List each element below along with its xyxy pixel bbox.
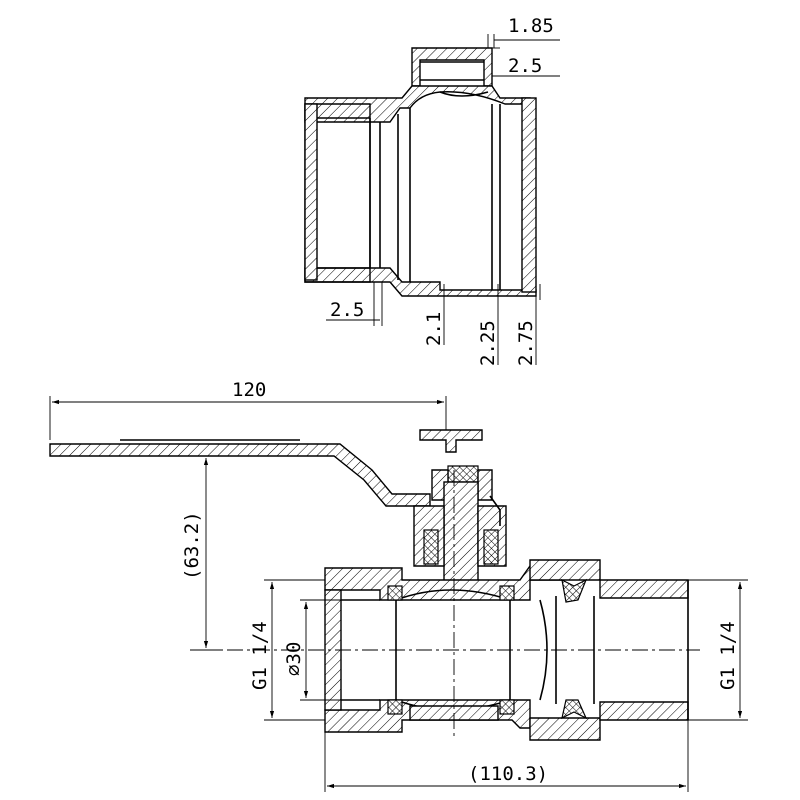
dim-right-thread: G1 1/4 xyxy=(717,621,739,690)
dim-left-thread: G1 1/4 xyxy=(249,621,271,690)
dim-overall-length: (110.3) xyxy=(468,763,548,785)
dim-handle-length: 120 xyxy=(232,379,266,401)
dim-top-nut: 2.5 xyxy=(508,55,542,77)
dim-handle-height: (63.2) xyxy=(181,511,203,580)
dim-end-wall: 2.75 xyxy=(515,320,537,366)
dim-seat-wall: 2.1 xyxy=(423,312,445,346)
dim-top-wall: 1.85 xyxy=(508,15,554,37)
dim-bore-diameter: ∅30 xyxy=(283,642,305,676)
valve-assembly-view xyxy=(49,396,748,792)
dim-bore-wall: 2.25 xyxy=(477,320,499,366)
lever-handle xyxy=(49,443,431,507)
dim-left-wall: 2.5 xyxy=(330,299,364,321)
body-section-view xyxy=(304,34,560,365)
